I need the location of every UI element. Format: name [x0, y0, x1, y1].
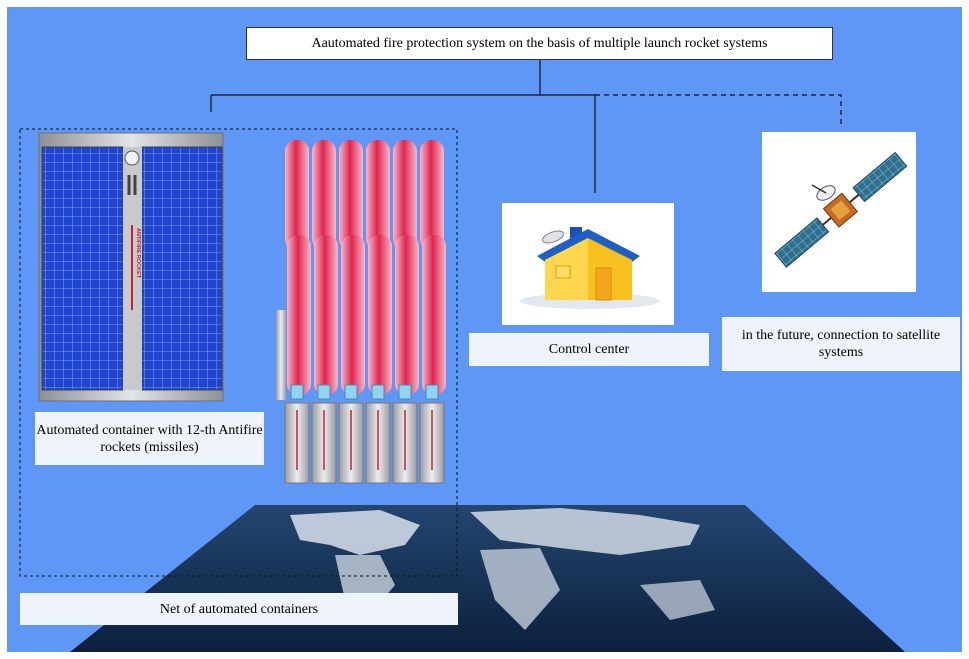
rocket-tube-lower: [341, 235, 365, 395]
system-title: Aautomated fire protection system on the…: [246, 27, 833, 60]
rocket-tube-upper: [285, 140, 309, 250]
rocket-tube-lower: [287, 235, 311, 395]
connector-lines: [210, 60, 842, 193]
rocket-tube-upper: [366, 140, 390, 250]
rocket-tube-upper: [312, 140, 336, 250]
rocket-nozzle: [344, 384, 358, 400]
house-icon: [502, 203, 674, 325]
rocket-nozzle: [425, 384, 439, 400]
rocket-cluster-icon: [276, 140, 446, 484]
satellite-label: in the future, connection to satellite s…: [722, 317, 960, 371]
rocket-nozzle: [398, 384, 412, 400]
rocket-tube-upper: [420, 140, 444, 250]
net-region-border: [19, 128, 458, 577]
rocket-tube-lower: [314, 235, 338, 395]
rocket-tube-lower: [422, 235, 446, 395]
container-panel-text: ANTIFIRE ROCKET: [135, 228, 141, 279]
rocket-nozzle: [371, 384, 385, 400]
rocket-tube-lower: [395, 235, 419, 395]
rocket-nozzle: [317, 384, 331, 400]
net-label: Net of automated containers: [20, 593, 458, 625]
container-icon: ANTIFIRE ROCKET: [38, 132, 224, 402]
rocket-tube-upper: [339, 140, 363, 250]
container-label: Automated container with 12-th Antifire …: [35, 412, 264, 465]
satellite-icon: [762, 132, 916, 292]
rocket-tube-upper: [393, 140, 417, 250]
control-center-label: Control center: [469, 333, 709, 366]
rocket-nozzle: [290, 384, 304, 400]
world-map-icon: [70, 505, 905, 652]
rocket-tube-lower: [368, 235, 392, 395]
rocket-side-panel: [276, 310, 286, 400]
